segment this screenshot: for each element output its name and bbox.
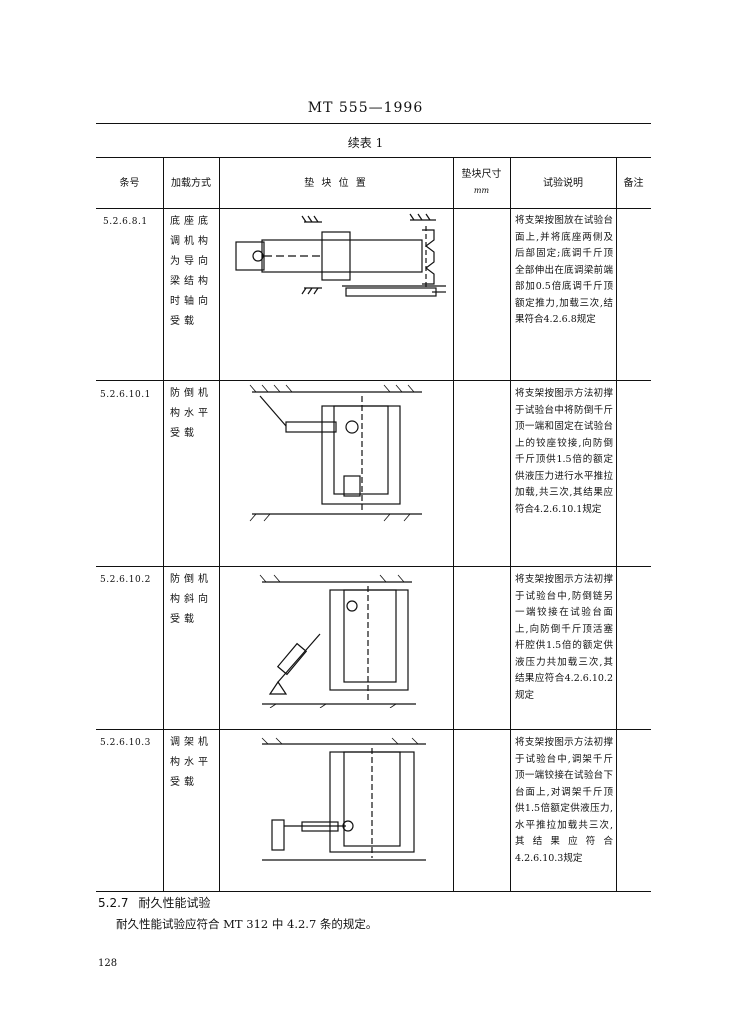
row-num: 5.2.6.10.1	[100, 390, 151, 400]
col-header-load-method: 加载方式	[171, 178, 211, 189]
section-number: 5.2.7	[98, 896, 129, 910]
column-divider	[510, 157, 511, 891]
column-divider	[616, 157, 617, 891]
section-title: 耐久性能试验	[138, 896, 211, 910]
diagram-adjusting-mechanism-horizontal	[261, 737, 426, 861]
column-divider	[163, 157, 164, 891]
row-description: 将支架按图示方法初撑于试验台中将防倒千斤顶一端和固定在试验台上的铰座铰接,向防倒…	[515, 388, 613, 515]
row-num: 5.2.6.10.2	[100, 575, 151, 585]
standard-number: MT 555—1996	[307, 100, 424, 116]
row-description: 将支架按图示方法初撑于试验台中,防倒链另一端铰接在试验台面上,向防倒千斤顶活塞杆…	[515, 574, 613, 701]
row-load-method: 防倒机构水平受载	[170, 388, 212, 439]
col-header-remark: 备注	[623, 178, 644, 189]
page-number: 128	[98, 958, 118, 969]
col-header-num: 条号	[119, 178, 140, 189]
row-load-method: 底座底调机构为导向梁结构时轴向受载	[170, 216, 212, 327]
header-bottom-border	[96, 208, 651, 209]
diagram-anti-topple-oblique	[259, 574, 416, 708]
table-caption: 续表 1	[347, 136, 384, 150]
diagram-anti-topple-horizontal	[249, 384, 422, 522]
row-description: 将支架按图示方法初撑于试验台中,调架千斤顶一端铰接在试验台下台面上,对调架千斤顶…	[515, 737, 613, 864]
table-bottom-border	[96, 891, 651, 892]
row-divider	[96, 729, 651, 730]
row-num: 5.2.6.10.3	[100, 738, 151, 748]
table-top-border	[96, 157, 651, 158]
diagram-base-adjusting-beam	[235, 213, 446, 297]
col-header-description: 试验说明	[543, 178, 583, 189]
row-description: 将支架按图放在试验台面上,并将底座两侧及后部固定;底调千斤顶全部伸出在底调梁前端…	[515, 215, 613, 325]
row-load-method: 调架机构水平受载	[170, 737, 212, 788]
col-header-pad-size: 垫块尺寸	[461, 169, 502, 180]
column-divider	[453, 157, 454, 891]
row-divider	[96, 380, 651, 381]
header-rule	[96, 123, 651, 124]
row-num: 5.2.6.8.1	[103, 217, 148, 227]
row-divider	[96, 566, 651, 567]
row-load-method: 防倒机构斜向受载	[170, 574, 212, 625]
col-header-pad-position: 垫 块 位 置	[304, 178, 368, 189]
column-divider	[219, 157, 220, 891]
col-header-pad-size-unit: mm	[473, 186, 490, 195]
section-paragraph: 耐久性能试验应符合 MT 312 中 4.2.7 条的规定。	[116, 917, 378, 931]
section-heading: 5.2.7 耐久性能试验	[98, 894, 211, 911]
